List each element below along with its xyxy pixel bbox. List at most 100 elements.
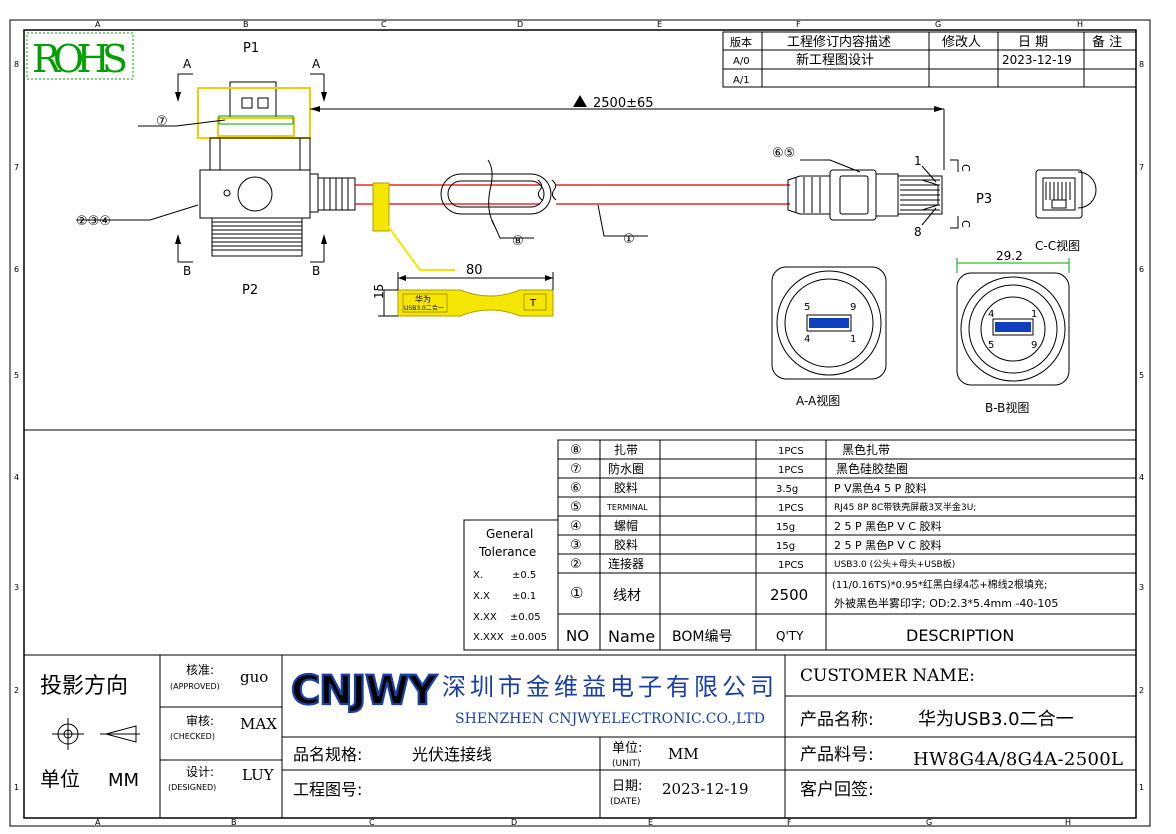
bom-qty: 15g [776,541,795,552]
pin-label: 9 [1031,340,1037,351]
pin-label: 1 [850,334,856,345]
tol-title: General [486,527,533,541]
unit2-en: (UNIT) [612,759,641,769]
zone-col: A [95,20,101,29]
zone-row: 4 [1139,473,1144,482]
bom-no: ② [570,557,582,572]
arrow-icon [934,106,944,112]
checked-en: (CHECKED) [170,732,215,741]
bom-name: 扎带 [614,443,638,457]
bb-view [956,272,1070,386]
zone-col: B [243,20,249,29]
spec-label: 品名规格: [293,745,362,764]
part-no-value: HW8G4A/8G4A-2500L [913,749,1123,770]
arrow-icon [310,106,320,112]
bom-desc: P V黑色4 5 P 胶料 [834,481,927,495]
aa-view-label: A-A视图 [796,393,840,408]
bom-name: 线材 [613,588,641,604]
zone-col: D [511,818,517,827]
bom-qty: 1PCS [778,560,804,571]
length-dim-text: 2500±65 [593,96,654,111]
tolerance-text: General Tolerance X. ±0.5 X.X ±0.1 X.XX … [473,527,547,643]
pin1-label: 1 [914,154,922,168]
bb-dim-ext [956,258,1070,273]
company-name-cn: 深圳市金维益电子有限公司 [442,673,774,701]
zone-col: H [1077,20,1083,29]
tol-val: ±0.5 [512,570,536,581]
zone-row: 3 [1139,583,1144,592]
label-text-3: T [529,298,537,309]
designed-label: 设计: [186,765,214,779]
cable-tie [440,159,552,226]
pin8-label: 8 [914,225,922,239]
rohs-box [26,32,134,80]
rev-version: A/0 [733,56,750,67]
revision-text: 版本 工程修订内容描述 修改人 日 期 备 注 A/0 新工程图设计 2023-… [730,34,1122,86]
inner-border [23,29,1137,819]
callout-234: ②③④ [76,214,111,229]
title-block-mid: 品名规格: 光伏连接线 单位: (UNIT) MM 工程图号: 日期: (DAT… [293,741,748,807]
zone-col: G [935,20,941,29]
customer-name-label: CUSTOMER NAME: [800,666,975,686]
arrow-icon [545,275,553,281]
bom-no: ⑤ [570,500,582,515]
zone-col: G [926,818,932,827]
bom-no: ⑦ [570,462,582,477]
tol-val: ±0.1 [512,591,536,602]
bom-name: 胶料 [614,480,638,495]
rev-desc: 新工程图设计 [796,52,874,68]
label-drawing [397,289,554,317]
pin-leaders [921,165,937,226]
pin-label: 5 [804,302,810,313]
reply-label: 客户回签: [800,780,874,800]
bom-desc: 黑色硅胶垫圈 [836,461,908,476]
bom-desc: 外被黑色半雾印字; OD:2.3*5.4mm -40-105 [834,596,1058,610]
ext-line [378,289,398,317]
zone-col: F [787,818,792,827]
bb-dim-text: 29.2 [996,249,1023,263]
zone-row: 5 [14,371,19,380]
p2-label: P2 [242,283,258,298]
zone-row: 2 [14,686,19,695]
bom-header-name: Name [608,627,655,646]
pin-label: 4 [988,309,994,320]
title-block-grid [24,654,1136,818]
zone-row: 5 [1139,371,1144,380]
callout-1: ① [623,232,635,247]
zone-row: 4 [14,473,19,482]
bom-header-qty: Q'TY [776,629,804,643]
bom-name: 螺帽 [614,518,638,533]
section-a-right: A [312,57,321,71]
bom-desc: 黑色扎带 [842,443,890,457]
p2-connector [199,169,311,257]
zone-row: 1 [1139,783,1144,792]
unit2-value: MM [668,745,699,763]
bom-header-no: NO [566,627,589,645]
label-leader [384,221,455,271]
checked-by: MAX [240,715,277,733]
break-mark [537,179,557,201]
zone-row: 6 [1139,265,1144,274]
rohs-mark: ROHS [32,37,128,81]
bom-qty: 15g [776,522,795,533]
callout-65: ⑥⑤ [772,146,795,161]
bom-rows: ⑧ 扎带 1PCS 黑色扎带 ⑦ 防水圈 1PCS 黑色硅胶垫圈 ⑥ 胶料 3.… [566,443,1058,646]
company-name-en: SHENZHEN CNJWYELECTRONIC.CO.,LTD [455,711,765,727]
zone-row: 8 [1139,60,1144,69]
bom-header-bom: BOM编号 [672,629,732,645]
zone-col: C [369,818,375,827]
section-b-marks [177,236,325,263]
spec-value: 光伏连接线 [412,745,492,764]
zone-col: E [657,20,662,29]
zone-row: 7 [14,163,19,172]
bom-no: ④ [570,519,582,534]
pin-label: 5 [988,340,994,351]
projection-label: 投影方向 [40,674,128,699]
zone-letters-top: A B C D E F G H A B C D E F G H [95,20,1083,827]
aa-view [771,266,887,380]
date-label: 日期: [612,779,642,794]
aa-pins: 5 9 4 1 [804,302,856,345]
tol-key: X.XXX [473,632,504,643]
bom-name: 连接器 [608,556,644,571]
